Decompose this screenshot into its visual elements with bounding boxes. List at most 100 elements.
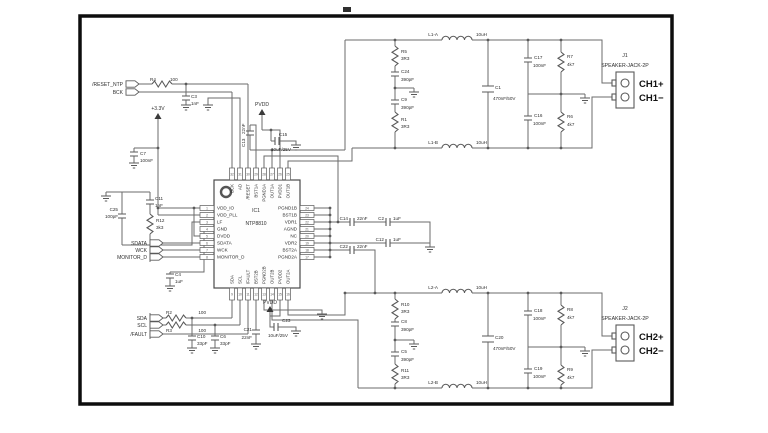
label-C3-value: 1nF bbox=[191, 101, 199, 106]
junction-dot bbox=[184, 82, 188, 86]
pin-label: SCL bbox=[238, 275, 243, 284]
pin-label: PGND1A bbox=[262, 184, 267, 202]
ic-pin-PVDD1 bbox=[277, 167, 283, 181]
j2-pin-ch2p bbox=[620, 331, 630, 341]
label-C16-value: 100nF bbox=[533, 121, 546, 126]
pin-label: BCK bbox=[230, 184, 235, 193]
connector-pin bbox=[149, 314, 164, 322]
label-C25-ref: C25 bbox=[110, 207, 119, 212]
junction-dot bbox=[328, 234, 332, 238]
junction-dot bbox=[559, 345, 563, 349]
junction-dot bbox=[526, 291, 530, 295]
wire-ic-bottom bbox=[231, 293, 359, 388]
label-R12-value: 3k3 bbox=[156, 225, 164, 230]
pin-label: BST2B bbox=[254, 270, 259, 284]
junction-dot bbox=[373, 291, 377, 295]
label-R1-ref: R1 bbox=[401, 117, 407, 122]
pin-label: VDD_IO bbox=[217, 206, 235, 211]
ic-pin-BCK bbox=[229, 167, 235, 181]
junction-dot bbox=[393, 86, 397, 90]
pin-label: GND bbox=[217, 227, 228, 232]
reset-ntp-label: /RESET_NTP bbox=[92, 82, 124, 88]
junction-dot bbox=[192, 206, 196, 210]
label-C15-value: 10uF/25V bbox=[271, 147, 292, 152]
capacitor-symbol bbox=[117, 213, 127, 219]
ground-icon bbox=[579, 350, 591, 357]
scan-mark bbox=[343, 7, 351, 12]
capacitor-symbol bbox=[245, 130, 255, 136]
capacitor-symbol bbox=[165, 273, 175, 279]
pin-number: 22 bbox=[305, 220, 309, 224]
pin-label: LF bbox=[217, 220, 223, 225]
monitor-d-label: MONITOR_D bbox=[117, 255, 147, 261]
power-arrow-icon bbox=[258, 109, 266, 115]
ic-pin-OUT2B bbox=[269, 287, 275, 301]
label-C3-ref: C3 bbox=[191, 94, 197, 99]
label-C21-ref: C21 bbox=[244, 327, 253, 332]
label-C6-ref: C6 bbox=[220, 334, 226, 339]
ground-icon bbox=[202, 104, 214, 111]
capacitor-symbol bbox=[273, 322, 279, 332]
junction-dot bbox=[559, 38, 563, 42]
label-L1B-ref: L1-B bbox=[428, 140, 438, 145]
pin-label: BST1A bbox=[254, 184, 259, 198]
junction-dot bbox=[486, 386, 490, 390]
wck-label: WCK bbox=[135, 248, 147, 254]
wire-ch2-filter bbox=[345, 292, 612, 389]
ic-pin-OUT2A bbox=[285, 287, 291, 301]
label-R10-value: 3R3 bbox=[401, 309, 410, 314]
junction-dot bbox=[526, 386, 530, 390]
pin-label: DVDD bbox=[217, 234, 231, 239]
sda-label: SDA bbox=[137, 316, 148, 322]
fault-label: /FAULT bbox=[130, 332, 147, 338]
capacitor-symbol bbox=[349, 217, 355, 227]
junction-dot bbox=[486, 291, 490, 295]
junction-dot bbox=[393, 338, 397, 342]
pin-number: 32 bbox=[230, 173, 234, 177]
pin-label: BST2A bbox=[282, 248, 297, 253]
ic-pin-PGND1A bbox=[261, 167, 267, 181]
label-C16-ref: C16 bbox=[534, 113, 543, 118]
sdata-label: SDATA bbox=[131, 241, 148, 247]
pin-label: WCK bbox=[217, 248, 229, 253]
label-C19-value: 100nF bbox=[533, 374, 546, 379]
label-C12-ref: C12 bbox=[376, 237, 385, 242]
resistor-symbol bbox=[557, 304, 565, 326]
capacitor-symbol bbox=[181, 95, 191, 101]
junction-dot bbox=[156, 146, 160, 150]
label-C5-value: 390pF bbox=[401, 357, 414, 362]
label-C7-ref: C7 bbox=[140, 151, 146, 156]
label-C17-ref: C17 bbox=[534, 55, 543, 60]
ground-icon bbox=[164, 285, 176, 292]
bck-label: BCK bbox=[113, 90, 124, 96]
label-C24-ref: C24 bbox=[401, 69, 410, 74]
pin-number: 11 bbox=[246, 293, 250, 297]
resistor-symbol bbox=[557, 364, 565, 386]
resistor-symbol bbox=[391, 45, 399, 67]
j2-pin-ch2n bbox=[620, 345, 630, 355]
capacitor-symbol bbox=[274, 136, 280, 146]
capacitor-symbol bbox=[523, 310, 533, 316]
inductor-symbol bbox=[441, 35, 473, 41]
pin-number: 7 bbox=[206, 248, 208, 252]
pin-number: 13 bbox=[262, 293, 266, 297]
connector-pin bbox=[149, 330, 164, 338]
label-C11-value: 1nF bbox=[155, 203, 163, 208]
label-C22-value: 22nF bbox=[357, 244, 368, 249]
label-C6-value: 33pF bbox=[220, 341, 231, 346]
label-R4-ref: R4 bbox=[150, 77, 156, 82]
pin-label: AGND bbox=[284, 227, 298, 232]
label-C2-ref: C2 bbox=[378, 216, 384, 221]
c20-plates bbox=[482, 335, 494, 343]
wire-audio-conn bbox=[149, 238, 200, 262]
label-C18-value: 100nF bbox=[533, 316, 546, 321]
label-C19-ref: C19 bbox=[534, 366, 543, 371]
resistor-symbol bbox=[146, 213, 154, 235]
label-L1B-value: 10uH bbox=[476, 140, 487, 145]
capacitor-symbol bbox=[390, 321, 400, 327]
pin-number: 24 bbox=[305, 206, 309, 210]
label-R7-ref: R7 bbox=[567, 54, 573, 59]
power-arrow-icon bbox=[154, 113, 162, 119]
c1-plates bbox=[482, 85, 494, 93]
